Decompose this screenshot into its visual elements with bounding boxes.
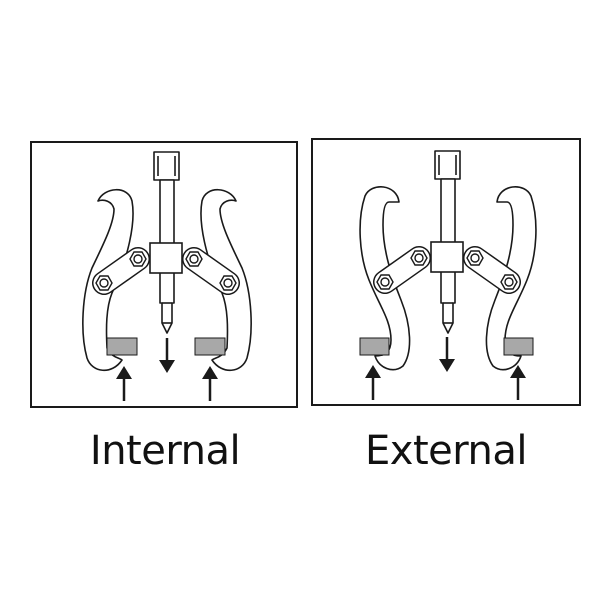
workpiece-block-right xyxy=(194,337,226,356)
workpiece-block-right xyxy=(503,337,534,356)
workpiece-block-left xyxy=(106,337,138,356)
center-block xyxy=(149,242,183,274)
internal-label: Internal xyxy=(89,428,241,474)
arrow-up-icon xyxy=(202,366,218,401)
arrow-down-icon xyxy=(159,338,175,373)
center-block xyxy=(430,241,464,273)
arrow-up-icon xyxy=(510,365,526,400)
arrow-up-icon xyxy=(365,365,381,400)
workpiece-block-left xyxy=(359,337,390,356)
external-label: External xyxy=(365,428,527,474)
external-puller-diagram xyxy=(359,150,537,400)
arrow-down-icon xyxy=(439,337,455,372)
internal-puller-diagram xyxy=(82,151,252,401)
external-panel xyxy=(311,138,581,406)
internal-panel xyxy=(30,141,298,408)
arrow-up-icon xyxy=(116,366,132,401)
